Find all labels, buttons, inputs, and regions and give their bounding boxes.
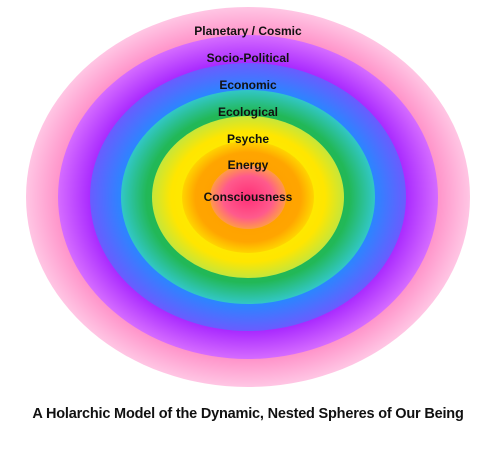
label-energy: Energy: [228, 158, 269, 172]
label-psyche: Psyche: [227, 132, 269, 146]
label-economic: Economic: [219, 78, 277, 92]
label-consciousness: Consciousness: [204, 190, 293, 204]
diagram-caption: A Holarchic Model of the Dynamic, Nested…: [32, 406, 464, 422]
label-ecological: Ecological: [218, 105, 278, 119]
ring-consciousness: [210, 165, 286, 229]
label-planetary-cosmic: Planetary / Cosmic: [194, 24, 302, 38]
label-socio-political: Socio-Political: [207, 51, 290, 65]
